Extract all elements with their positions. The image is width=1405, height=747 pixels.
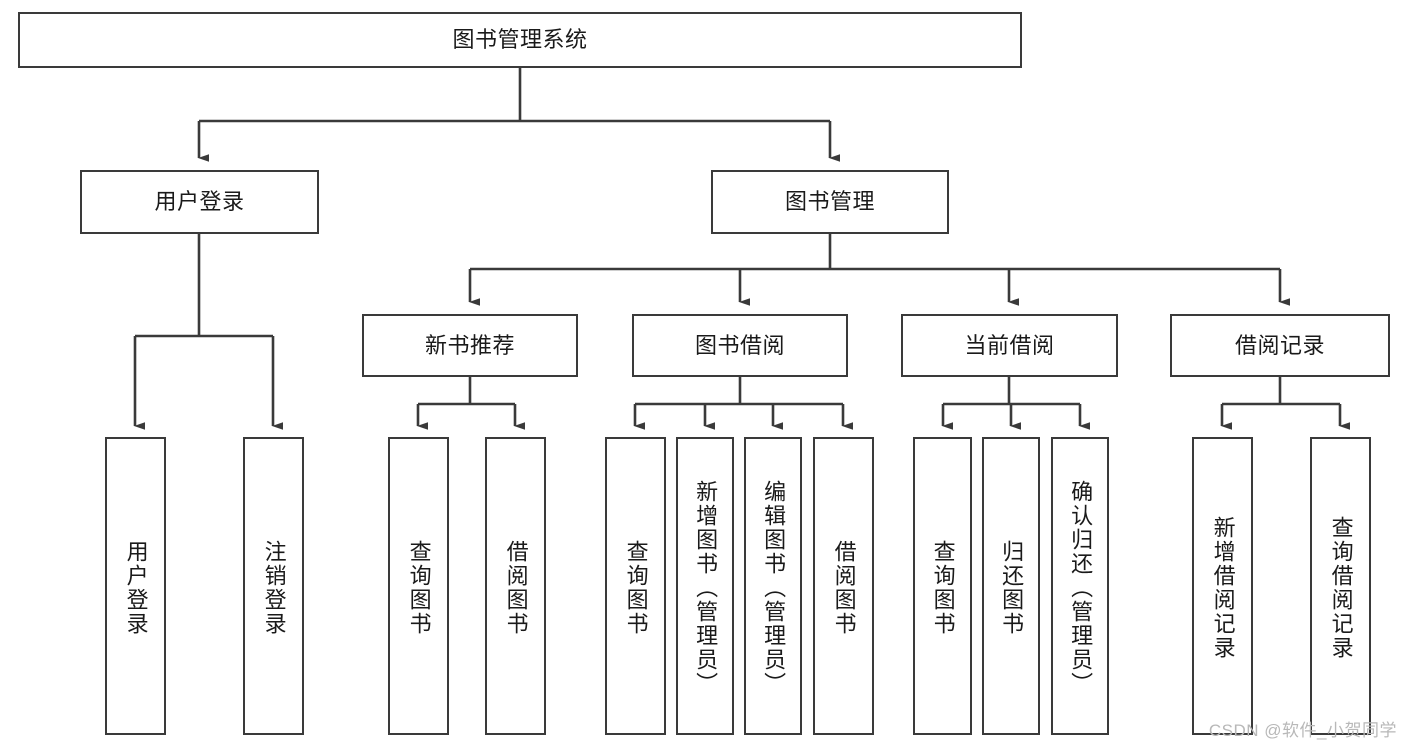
- node-label: 图书管理系统: [452, 27, 588, 53]
- node-label: 注销登录: [261, 540, 287, 636]
- node-current-borrow[interactable]: 当前借阅: [901, 314, 1118, 377]
- node-book-management-system[interactable]: 图书管理系统: [18, 12, 1022, 68]
- node-label: 借阅记录: [1234, 332, 1325, 358]
- node-label: 图书借阅: [694, 332, 785, 358]
- node-leaf-borrow-book-1[interactable]: 借阅图书: [485, 437, 546, 735]
- node-new-book-recommend[interactable]: 新书推荐: [362, 314, 578, 377]
- node-label: 查询图书: [406, 540, 432, 636]
- node-book-management[interactable]: 图书管理: [711, 170, 949, 234]
- node-leaf-query-borrow-record[interactable]: 查询借阅记录: [1310, 437, 1371, 735]
- node-label: 用户登录: [123, 540, 149, 636]
- node-label: 借阅图书: [831, 540, 857, 636]
- node-leaf-confirm-return-admin[interactable]: 确认归还（管理员）: [1051, 437, 1109, 735]
- node-label: 新书推荐: [424, 332, 515, 358]
- node-label: 图书管理: [784, 189, 875, 215]
- node-leaf-query-book-1[interactable]: 查询图书: [388, 437, 449, 735]
- node-book-borrow[interactable]: 图书借阅: [632, 314, 848, 377]
- node-label: 查询图书: [623, 540, 649, 636]
- node-label: 查询借阅记录: [1328, 516, 1354, 660]
- node-label: 确认归还（管理员）: [1068, 480, 1094, 696]
- node-leaf-edit-book-admin[interactable]: 编辑图书（管理员）: [744, 437, 802, 735]
- node-leaf-return-book[interactable]: 归还图书: [982, 437, 1040, 735]
- node-label: 用户登录: [154, 189, 245, 215]
- node-borrow-record[interactable]: 借阅记录: [1170, 314, 1390, 377]
- node-leaf-borrow-book-2[interactable]: 借阅图书: [813, 437, 874, 735]
- node-label: 当前借阅: [964, 332, 1055, 358]
- node-leaf-query-book-2[interactable]: 查询图书: [605, 437, 666, 735]
- node-leaf-add-book-admin[interactable]: 新增图书（管理员）: [676, 437, 734, 735]
- node-label: 新增图书（管理员）: [693, 480, 719, 696]
- node-label: 查询图书: [930, 540, 956, 636]
- node-leaf-add-borrow-record[interactable]: 新增借阅记录: [1192, 437, 1253, 735]
- node-leaf-query-book-3[interactable]: 查询图书: [913, 437, 972, 735]
- node-user-login[interactable]: 用户登录: [80, 170, 319, 234]
- node-label: 新增借阅记录: [1210, 516, 1236, 660]
- node-label: 编辑图书（管理员）: [761, 480, 787, 696]
- node-label: 借阅图书: [503, 540, 529, 636]
- node-leaf-user-login[interactable]: 用户登录: [105, 437, 166, 735]
- node-leaf-logout-login[interactable]: 注销登录: [243, 437, 304, 735]
- node-label: 归还图书: [999, 540, 1025, 636]
